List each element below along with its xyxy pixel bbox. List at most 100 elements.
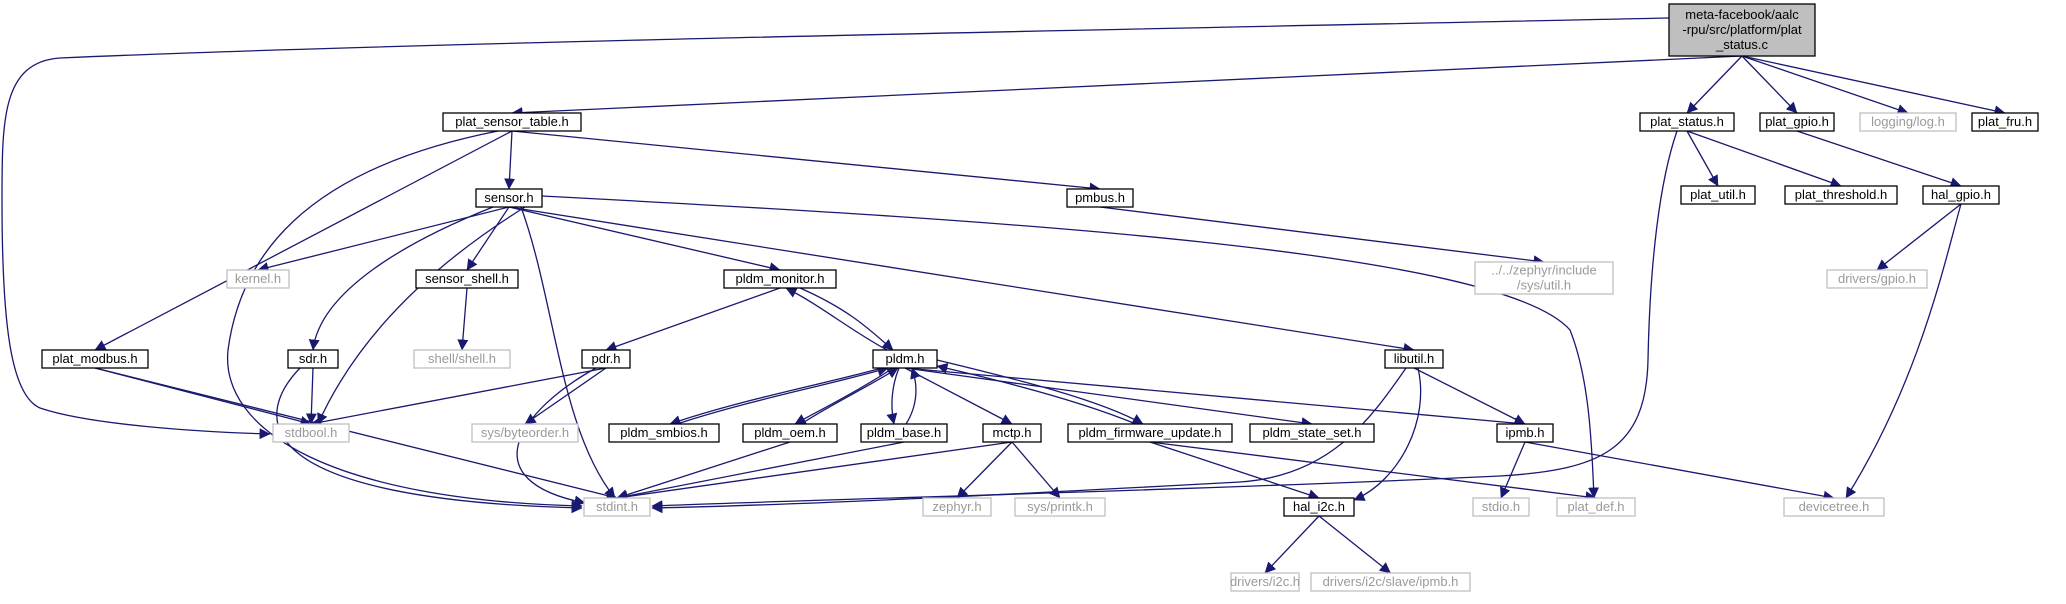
node-pldm-firmware-update[interactable]: pldm_firmware_update.h	[1067, 423, 1233, 443]
node-plat-status[interactable]: plat_status.h	[1639, 112, 1735, 132]
edge-mctp-to-sys_printk	[1011, 441, 1061, 499]
node-label: drivers/i2c/slave/ipmb.h	[1323, 574, 1459, 589]
node-label: -rpu/src/platform/plat	[1682, 22, 1802, 37]
node-label: hal_i2c.h	[1293, 499, 1345, 514]
edge-sdr-to-stdbool	[305, 367, 317, 425]
node-box	[415, 269, 519, 289]
node-label: plat_def.h	[1567, 499, 1624, 514]
node-plat-threshold[interactable]: plat_threshold.h	[1784, 185, 1898, 205]
node-label: plat_gpio.h	[1765, 114, 1829, 129]
node-box	[1472, 497, 1530, 517]
node-label: meta-facebook/aalc	[1685, 7, 1799, 22]
node-pmbus[interactable]: pmbus.h	[1066, 188, 1134, 208]
node-ipmb[interactable]: ipmb.h	[1496, 423, 1554, 443]
node-pldm-state-set[interactable]: pldm_state_set.h	[1249, 423, 1375, 443]
node-label: sensor.h	[484, 190, 533, 205]
node-label: hal_gpio.h	[1931, 187, 1991, 202]
node-box	[1680, 185, 1756, 205]
node-box	[287, 349, 339, 369]
node-kernel: kernel.h	[226, 269, 290, 289]
node-box	[1249, 423, 1375, 443]
node-root[interactable]: meta-facebook/aalc-rpu/src/platform/plat…	[1668, 3, 1816, 57]
node-box	[1859, 112, 1957, 132]
node-plat-util[interactable]: plat_util.h	[1680, 185, 1756, 205]
edge-plat_sensor_table-to-stdint	[226, 130, 583, 512]
node-label: pldm_monitor.h	[736, 271, 825, 286]
node-label: drivers/gpio.h	[1838, 271, 1916, 286]
node-pldm[interactable]: pldm.h	[872, 349, 938, 369]
node-box	[922, 497, 992, 517]
edge-pldm_firmware_update-to-pldm	[936, 362, 1137, 425]
edge-plat_status-to-stdint	[651, 130, 1678, 512]
node-label: sdr.h	[299, 351, 327, 366]
node-box	[1230, 572, 1300, 592]
node-plat-gpio[interactable]: plat_gpio.h	[1759, 112, 1835, 132]
edge-sensor_shell-to-shell_shell	[457, 287, 469, 351]
node-plat-sensor-table[interactable]: plat_sensor_table.h	[442, 112, 582, 132]
edge-pldm_oem-to-pldm	[800, 367, 899, 425]
node-hal-gpio[interactable]: hal_gpio.h	[1922, 185, 2000, 205]
edge-plat_modbus-to-stdint	[94, 367, 618, 501]
node-plat-fru[interactable]: plat_fru.h	[1971, 112, 2039, 132]
node-label: plat_modbus.h	[52, 351, 137, 366]
node-box	[1067, 423, 1233, 443]
edge-hal_gpio-to-devicetree	[1845, 203, 1962, 499]
node-hal-i2c[interactable]: hal_i2c.h	[1283, 497, 1355, 517]
node-box	[1310, 572, 1471, 592]
node-box	[608, 423, 720, 443]
node-pldm-monitor[interactable]: pldm_monitor.h	[723, 269, 837, 289]
node-box	[860, 423, 948, 443]
node-box	[226, 269, 290, 289]
node-libutil[interactable]: libutil.h	[1384, 349, 1444, 369]
node-box	[982, 423, 1042, 443]
node-sys-byteorder: sys/byteorder.h	[471, 423, 579, 443]
node-pldm-smbios[interactable]: pldm_smbios.h	[608, 423, 720, 443]
node-pldm-oem[interactable]: pldm_oem.h	[742, 423, 838, 443]
node-label: kernel.h	[235, 271, 281, 286]
node-box	[1784, 185, 1898, 205]
node-shell-shell: shell/shell.h	[413, 349, 511, 369]
node-sensor-shell[interactable]: sensor_shell.h	[415, 269, 519, 289]
node-label: stdbool.h	[285, 425, 338, 440]
edge-hal_i2c-to-drivers_i2c	[1264, 515, 1320, 574]
edge-pldm-to-mctp	[904, 367, 1013, 425]
node-box	[1668, 3, 1816, 57]
node-stdio: stdio.h	[1472, 497, 1530, 517]
node-devicetree: devicetree.h	[1783, 497, 1885, 517]
node-label: plat_threshold.h	[1795, 187, 1888, 202]
node-label: shell/shell.h	[428, 351, 496, 366]
node-box	[1922, 185, 2000, 205]
edge-libutil-to-ipmb	[1413, 367, 1526, 425]
edge-root-to-plat_fru	[1741, 55, 2006, 117]
node-sdr[interactable]: sdr.h	[287, 349, 339, 369]
node-label: _status.c	[1715, 37, 1769, 52]
node-pdr[interactable]: pdr.h	[581, 349, 631, 369]
edge-mctp-to-zephyr_h	[956, 441, 1013, 499]
edge-mctp-to-stdint	[616, 441, 1013, 502]
edge-sensor-to-stdbool	[317, 206, 526, 425]
node-label: sensor_shell.h	[425, 271, 509, 286]
node-zephyr-util: ../../zephyr/include/sys/util.h	[1474, 261, 1614, 295]
edge-sensor-to-sensor_shell	[466, 206, 510, 271]
node-pldm-base[interactable]: pldm_base.h	[860, 423, 948, 443]
node-stdbool: stdbool.h	[272, 423, 350, 443]
node-label: stdio.h	[1482, 499, 1520, 514]
edge-sensor-to-pldm_monitor	[508, 206, 781, 273]
node-box	[583, 497, 651, 517]
node-label: plat_sensor_table.h	[455, 114, 568, 129]
node-label: /sys/util.h	[1517, 278, 1571, 293]
node-mctp[interactable]: mctp.h	[982, 423, 1042, 443]
node-plat-def: plat_def.h	[1556, 497, 1636, 517]
node-sensor[interactable]: sensor.h	[475, 188, 543, 208]
edge-pldm-to-pldm_base	[886, 367, 900, 425]
edge-pldm-to-pldm_state_set	[904, 367, 1313, 429]
node-box	[1826, 269, 1928, 289]
edge-plat_sensor_table-to-sensor	[504, 130, 516, 190]
edge-plat_status-to-plat_threshold	[1686, 130, 1842, 188]
node-plat-modbus[interactable]: plat_modbus.h	[41, 349, 149, 369]
node-label: pldm_firmware_update.h	[1078, 425, 1221, 440]
node-label: libutil.h	[1394, 351, 1434, 366]
edge-pldm_base-to-stdint	[616, 441, 905, 502]
node-logging-log: logging/log.h	[1859, 112, 1957, 132]
node-drivers-i2c-slave-ipmb: drivers/i2c/slave/ipmb.h	[1310, 572, 1471, 592]
